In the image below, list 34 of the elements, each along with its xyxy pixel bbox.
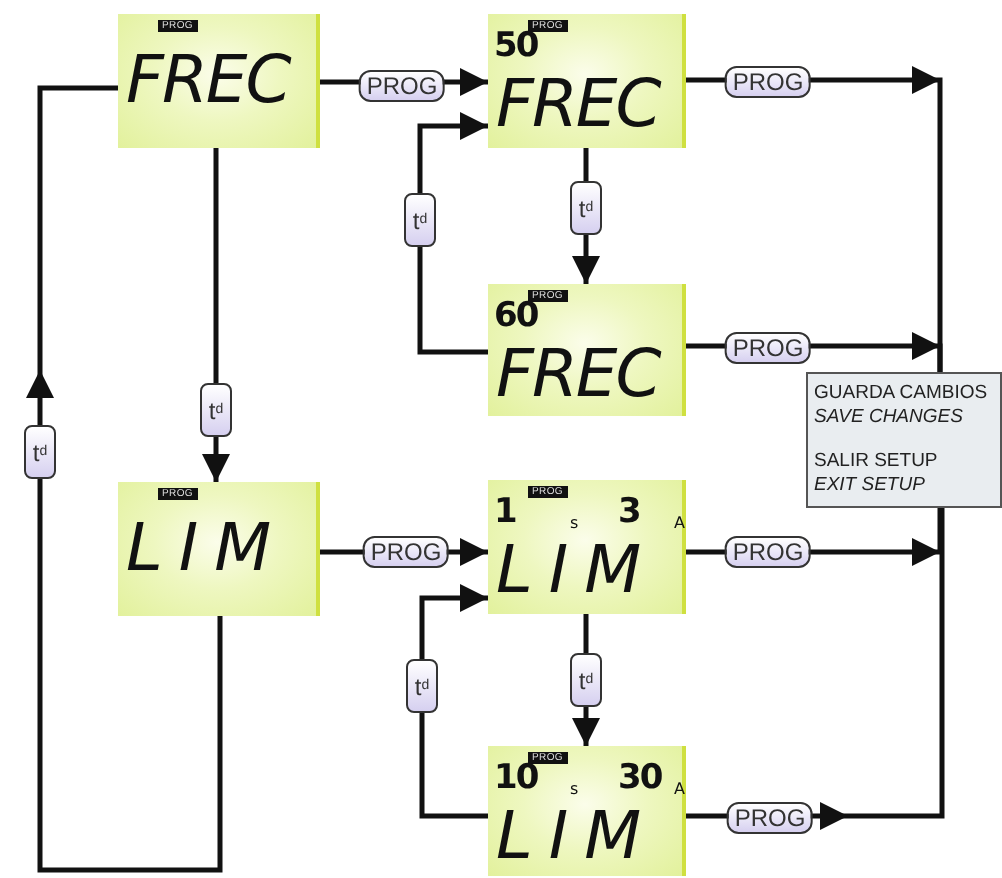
lcd-display <box>488 14 686 148</box>
unit-label: s <box>570 516 577 532</box>
lcd-digits: 10 <box>494 762 538 796</box>
arrow <box>26 85 223 873</box>
lcd-display <box>488 480 686 614</box>
lcd-word: LIM <box>126 514 288 580</box>
note-text: SAVE CHANGES <box>814 406 965 430</box>
unit-label: A <box>674 782 683 798</box>
note-text: SALIR SETUP <box>814 450 940 474</box>
unit-label: s <box>570 782 577 798</box>
edge-label: PROG <box>724 536 812 568</box>
edge-label: PROG <box>726 802 814 834</box>
lcd-word: FREC <box>496 340 660 406</box>
lcd-display <box>488 746 686 876</box>
lcd-word: FREC <box>126 46 290 112</box>
lcd-display <box>118 14 320 148</box>
lcd-display <box>488 284 686 416</box>
edge-label: PROG <box>362 536 450 568</box>
lcd-digits: 3 <box>618 496 640 530</box>
edge-label: PROG <box>724 332 812 364</box>
edge-label: PROG <box>724 66 812 98</box>
lcd-word: FREC <box>496 70 660 136</box>
note-text: EXIT SETUP <box>814 474 927 498</box>
note-box <box>806 372 1002 508</box>
lcd-digits: 1 <box>494 496 516 530</box>
lcd-digits: 30 <box>618 762 662 796</box>
lcd-digits: 60 <box>494 300 538 334</box>
lcd-word: LIM <box>496 536 658 602</box>
lcd-display <box>118 482 320 616</box>
unit-label: A <box>674 516 683 532</box>
lcd-word: LIM <box>496 802 658 868</box>
edge-label: PROG <box>358 70 446 102</box>
lcd-digits: 50 <box>494 30 538 64</box>
note-text: GUARDA CAMBIOS <box>814 382 990 406</box>
